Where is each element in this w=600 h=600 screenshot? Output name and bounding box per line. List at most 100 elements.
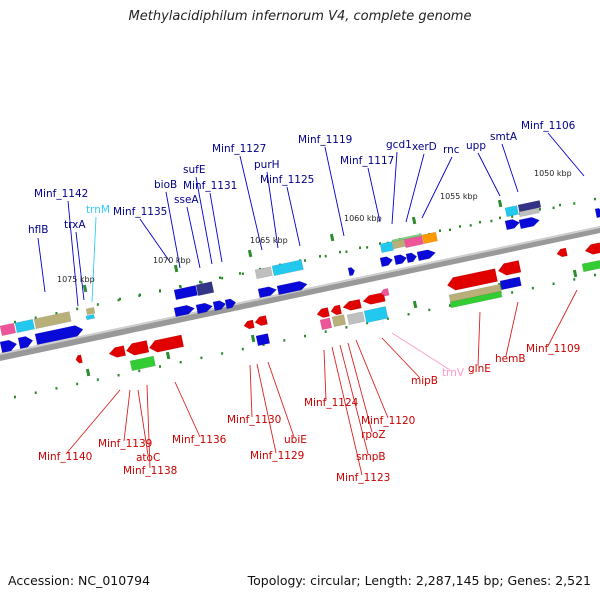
tick-mark — [497, 199, 503, 208]
tick-mark — [329, 233, 335, 242]
gene-label-minf_1131: Minf_1131 — [183, 180, 237, 192]
tick-dot — [573, 202, 576, 205]
gene-block — [421, 231, 438, 245]
label-leaders — [37, 132, 585, 476]
leader-line — [347, 342, 373, 433]
tick-dot — [490, 219, 493, 223]
leader-line — [186, 206, 201, 269]
gene-block — [331, 314, 347, 328]
gene-label-minf_1124: Minf_1124 — [304, 397, 359, 409]
tick-dot — [359, 246, 361, 250]
gene-arrow — [347, 267, 355, 277]
leader-line — [391, 332, 451, 371]
tick-dot — [319, 255, 321, 258]
tick-dot — [339, 250, 341, 254]
gene-block — [346, 311, 366, 326]
gene-arrow — [125, 340, 150, 356]
gene-block — [518, 207, 540, 218]
gene-block — [33, 311, 72, 330]
gene-label-glne: glnE — [468, 363, 491, 375]
tick-dot — [552, 282, 555, 286]
gene-arrow — [497, 260, 522, 276]
tick-dot — [449, 304, 451, 307]
tick-dot — [200, 356, 203, 360]
gene-arrow — [0, 339, 18, 354]
gene-label-mipb: mipB — [411, 375, 438, 387]
leader-line — [421, 156, 453, 219]
leader-line — [137, 389, 149, 456]
tick-dot — [179, 284, 181, 288]
gene-label-minf_1140: Minf_1140 — [38, 451, 92, 463]
leader-line — [37, 237, 46, 293]
gene-block — [449, 290, 503, 309]
tick-dot — [469, 224, 472, 227]
leader-line — [174, 381, 201, 438]
gene-block — [517, 200, 542, 213]
kbp-tick-label: 1060 kbp — [344, 214, 382, 223]
leader-line — [209, 192, 223, 263]
feature-blocks — [0, 200, 600, 372]
leader-line — [477, 311, 481, 367]
tick-mark — [165, 351, 171, 360]
gene-label-biob: bioB — [154, 179, 177, 191]
gene-arrow — [34, 325, 84, 346]
gene-block — [85, 307, 96, 316]
gene-block — [173, 285, 198, 301]
tick-dot — [594, 273, 596, 277]
tick-dot — [539, 208, 541, 211]
gene-label-minf_1119: Minf_1119 — [298, 134, 352, 146]
tick-mark — [82, 284, 88, 293]
leader-line — [91, 216, 97, 303]
gene-label-smta: smtA — [490, 131, 518, 143]
tick-dot — [14, 320, 16, 324]
gene-label-trnv: trnV — [442, 367, 465, 379]
gene-label-gcd1: gcd1 — [386, 139, 412, 151]
leader-line — [547, 132, 585, 177]
gene-block — [504, 205, 519, 218]
gene-label-purh: purH — [254, 159, 280, 171]
tick-mark — [173, 264, 179, 273]
gene-label-sufe: sufE — [183, 164, 205, 176]
leader-line — [505, 301, 519, 357]
gene-block — [448, 283, 503, 305]
gene-label-minf_1130: Minf_1130 — [227, 414, 281, 426]
leader-line — [355, 339, 389, 419]
gene-block — [254, 266, 273, 280]
tick-dot — [439, 229, 441, 232]
gene-arrow — [380, 288, 390, 297]
leader-line — [165, 191, 181, 269]
gene-arrow — [108, 345, 127, 358]
gene-label-minf_1120: Minf_1120 — [361, 415, 415, 427]
gene-label-atoc: atoC — [136, 452, 160, 464]
tick-dot — [449, 228, 451, 232]
gene-block — [271, 259, 304, 277]
tick-dot — [283, 339, 286, 342]
tick-dot — [499, 216, 501, 220]
leader-line — [65, 389, 121, 455]
gene-arrow — [416, 249, 436, 262]
tick-dot — [479, 220, 481, 224]
tick-dot — [324, 330, 327, 333]
gene-block — [255, 333, 271, 347]
tick-dot — [552, 206, 555, 210]
gene-label-minf_1129: Minf_1129 — [250, 450, 304, 462]
leader-line — [323, 349, 327, 401]
tick-dot — [345, 250, 348, 254]
tick-dot — [221, 276, 224, 280]
tick-mark — [250, 334, 256, 343]
kbp-tick-label: 1070 kbp — [153, 256, 191, 265]
gene-block — [0, 322, 17, 337]
tick-dot — [511, 215, 514, 218]
leader-line — [75, 231, 85, 301]
gene-arrow — [446, 268, 498, 291]
gene-block — [129, 355, 156, 372]
tick-dot — [304, 334, 306, 338]
leader-line — [256, 363, 277, 454]
gene-arrow — [556, 247, 568, 258]
tick-dot — [179, 360, 182, 364]
tick-dot — [55, 387, 58, 390]
gene-label-hemb: hemB — [495, 353, 526, 365]
kbp-tick-label: 1065 kbp — [250, 236, 288, 245]
leader-line — [391, 151, 398, 225]
topology-text: Topology: circular; Length: 2,287,145 bp… — [247, 573, 591, 588]
